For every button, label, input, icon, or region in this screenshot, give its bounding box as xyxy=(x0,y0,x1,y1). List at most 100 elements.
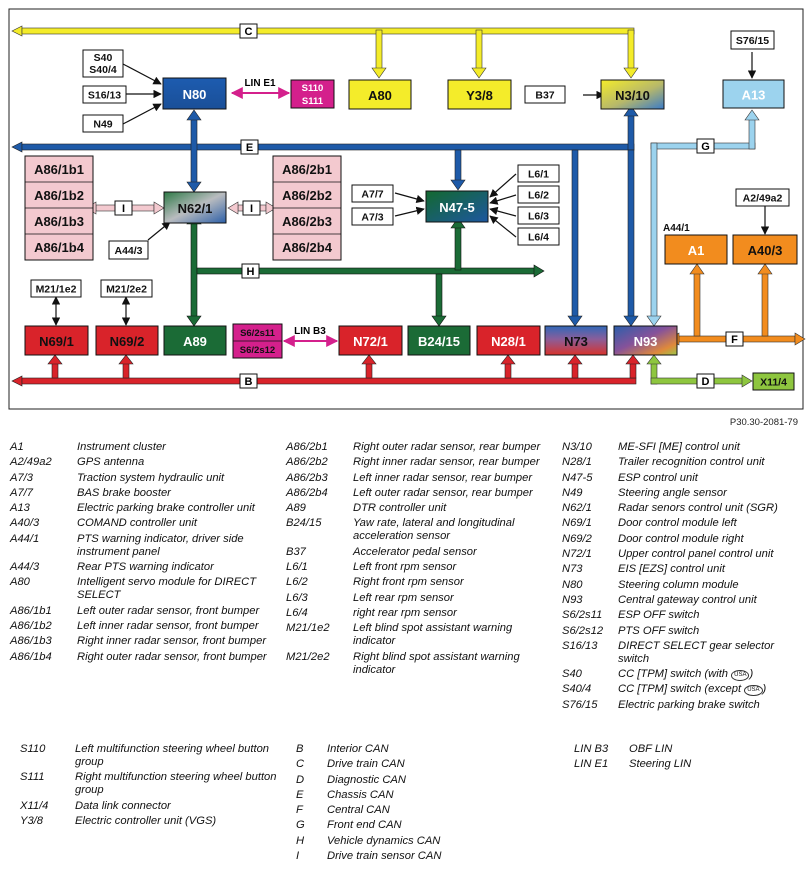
node-l6-2-box xyxy=(517,185,560,204)
bus-b-label-box xyxy=(239,373,258,389)
legend-description-text: Trailer recognition control unit xyxy=(618,456,765,469)
legend-description-text: ESP control unit xyxy=(618,471,698,484)
legend-description: DTR controller unit xyxy=(353,502,554,515)
legend-key: M21/1e2 xyxy=(286,622,330,635)
legend-description-text: Right blind spot assistant warning indic… xyxy=(353,650,520,676)
node-a2-49a2-box xyxy=(735,188,790,207)
legend-key: D xyxy=(296,773,305,786)
legend-description: Left front rpm sensor xyxy=(353,561,554,574)
legend-description: DIRECT SELECT gear selector switch xyxy=(618,640,808,666)
legend-description: Steering angle sensor xyxy=(618,487,808,500)
node-a86-2b3: A86/2b3 xyxy=(282,214,332,229)
node-m21-1e2: M21/1e2 xyxy=(36,284,77,296)
legend-description: Diagnostic CAN xyxy=(327,774,526,787)
bus-e-label: E xyxy=(246,142,253,154)
legend-description-text: Radar senors control unit (SGR) xyxy=(618,502,778,515)
signal-wires xyxy=(51,52,770,326)
legend-description: Chassis CAN xyxy=(327,789,526,802)
node-a86-2b2: A86/2b2 xyxy=(282,188,332,203)
bus-i-left-label: I xyxy=(122,203,125,215)
node-y3-8-box xyxy=(447,79,512,110)
legend-description-text: Steering column module xyxy=(618,578,739,591)
legend-description: Interior CAN xyxy=(327,743,526,756)
node-n69-1: N69/1 xyxy=(39,334,74,349)
legend-key: A44/1 xyxy=(10,532,40,545)
legend-description: CC [TPM] switch (except USA) xyxy=(618,683,808,697)
node-a80-box xyxy=(348,79,412,110)
bus-c-drive-train-can xyxy=(11,25,639,79)
legend-key: A86/1b2 xyxy=(10,619,52,632)
legend-description-text: BAS brake booster xyxy=(77,486,171,499)
legend-description: Electric controller unit (VGS) xyxy=(75,815,282,828)
node-a86-2b4: A86/2b4 xyxy=(282,240,333,255)
legend-description: Door control module right xyxy=(618,533,808,546)
legend-description-text: Right outer radar sensor, front bumper xyxy=(77,650,267,663)
node-s40: S40 xyxy=(94,52,113,64)
node-a40-3: A40/3 xyxy=(748,243,783,258)
legend-key: A89 xyxy=(286,502,306,515)
legend-key: H xyxy=(296,834,305,847)
legend-description-text: PTS warning indicator, driver side instr… xyxy=(77,532,244,558)
legend-key: A86/1b1 xyxy=(10,604,52,617)
node-m21-2e2: M21/2e2 xyxy=(106,284,147,296)
legend-description: Drive train sensor CAN xyxy=(327,850,526,863)
bus-h-label: H xyxy=(247,266,255,278)
legend-key: N80 xyxy=(562,578,583,591)
bus-d-label: D xyxy=(702,376,710,388)
legend-description: Trailer recognition control unit xyxy=(618,456,808,469)
bus-e-label-box xyxy=(240,139,259,155)
legend-description: right rear rpm sensor xyxy=(353,607,554,620)
node-n80: N80 xyxy=(183,87,207,102)
legend-entry: A89 DTR controller unit xyxy=(286,502,554,515)
legend-description-text: Electric parking brake controller unit xyxy=(77,502,255,515)
legend-description: Left inner radar sensor, rear bumper xyxy=(353,472,554,485)
legend-description: Left outer radar sensor, rear bumper xyxy=(353,487,554,500)
legend-description-text: EIS [EZS] control unit xyxy=(618,563,725,576)
legend-key: LIN E1 xyxy=(574,758,609,771)
legend-key: X11/4 xyxy=(20,799,49,812)
node-n3-10-box xyxy=(600,79,665,110)
bus-i-left-label-box xyxy=(114,200,133,216)
legend-key: S6/2s12 xyxy=(562,624,604,637)
legend-key: N93 xyxy=(562,593,583,606)
node-b37: B37 xyxy=(535,90,554,102)
usa-badge-icon: USA xyxy=(731,670,750,682)
bus-g-label: G xyxy=(701,141,710,153)
legend-description-text: PTS OFF switch xyxy=(618,624,700,637)
legend-description-text: Steering angle sensor xyxy=(618,486,727,499)
legend-description: Rear PTS warning indicator xyxy=(77,561,278,574)
legend-description-text: CC [TPM] switch (except xyxy=(618,683,742,696)
legend-description-text: Instrument cluster xyxy=(77,441,166,453)
node-a80: A80 xyxy=(368,88,392,103)
legend-key: E xyxy=(296,788,304,801)
legend-description: Right outer radar sensor, front bumper xyxy=(77,651,278,664)
legend-description-text: CC [TPM] switch (with xyxy=(618,668,729,681)
bus-e-chassis-can xyxy=(11,105,639,327)
legend-description-text: ME-SFI [ME] control unit xyxy=(618,441,740,453)
legend-description: Data link connector xyxy=(75,800,282,813)
node-s16-13-box xyxy=(82,85,127,104)
node-n28-1: N28/1 xyxy=(491,334,526,349)
node-n3-10: N3/10 xyxy=(615,88,650,103)
legend-key: N62/1 xyxy=(562,502,592,515)
node-a86-2b1: A86/2b1 xyxy=(282,162,332,177)
legend-key: A44/3 xyxy=(10,561,40,574)
